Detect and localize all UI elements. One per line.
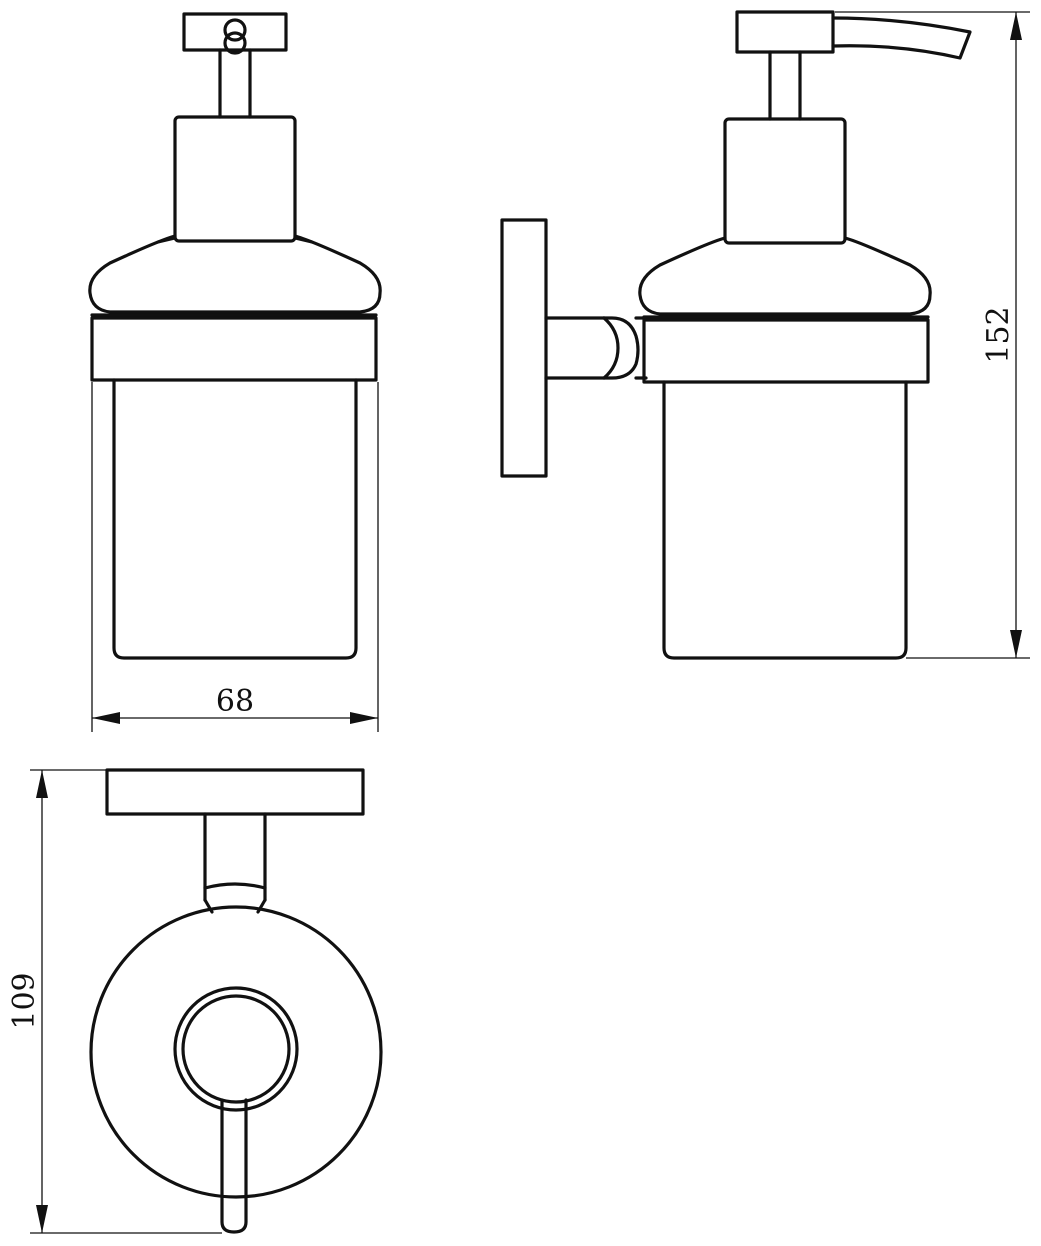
side-pump-neck: [723, 117, 847, 245]
top-view: [89, 768, 383, 1234]
front-nozzle-circle: [223, 18, 247, 42]
side-lid-dome: [638, 236, 932, 316]
side-wall-plate: [500, 218, 548, 478]
height-dimension: 152: [835, 11, 1030, 659]
front-lid-inner: [156, 236, 314, 244]
side-arm-joint: [602, 316, 648, 380]
height-dimension-label: 152: [981, 306, 1016, 363]
width-dimension: 68: [91, 382, 379, 732]
front-view: [88, 12, 382, 660]
side-glass-tumbler: [662, 380, 908, 660]
depth-dimension-label: 109: [7, 972, 42, 1029]
top-pump-inner-circle: [181, 994, 291, 1104]
side-support-arm: [544, 316, 640, 380]
front-glass-tumbler: [112, 378, 358, 660]
front-holder-ring: [90, 316, 378, 382]
side-pump-spout: [831, 16, 972, 60]
width-dimension-label: 68: [216, 684, 254, 719]
front-pump-stem: [218, 48, 252, 119]
top-pump-outer-circle: [173, 986, 299, 1112]
side-holder-ring: [642, 318, 930, 384]
front-pump-neck: [173, 115, 297, 243]
front-lid-dome: [88, 234, 382, 314]
side-view: [500, 10, 972, 660]
side-pump-head: [735, 10, 835, 54]
front-nozzle-circle-lower: [223, 31, 247, 55]
top-lid-outer-circle: [89, 905, 383, 1199]
top-wall-plate: [105, 768, 365, 816]
depth-dimension: 109: [7, 769, 222, 1234]
top-pump-spout: [220, 1098, 248, 1234]
side-pump-stem: [768, 50, 802, 121]
front-pump-head: [182, 12, 288, 52]
top-support-arm: [203, 812, 267, 902]
